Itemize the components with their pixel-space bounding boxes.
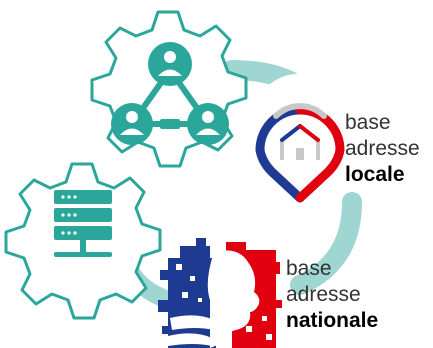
label-line-strong: locale — [345, 163, 405, 186]
map-pin-house-icon — [251, 73, 349, 203]
label-line-strong: nationale — [286, 309, 379, 332]
server-gear — [4, 162, 162, 320]
label-line: adresse — [286, 283, 361, 306]
server-icon — [54, 190, 112, 257]
base-adresse-nationale-label: base adresse nationale — [286, 256, 378, 334]
people-network-icon — [111, 42, 229, 145]
label-line: base — [286, 257, 332, 280]
marianne-logo-icon — [158, 238, 282, 348]
base-adresse-locale-label: base adresse locale — [345, 110, 420, 188]
people-network-gear — [90, 10, 248, 168]
label-line: adresse — [345, 137, 420, 160]
label-line: base — [345, 111, 391, 134]
